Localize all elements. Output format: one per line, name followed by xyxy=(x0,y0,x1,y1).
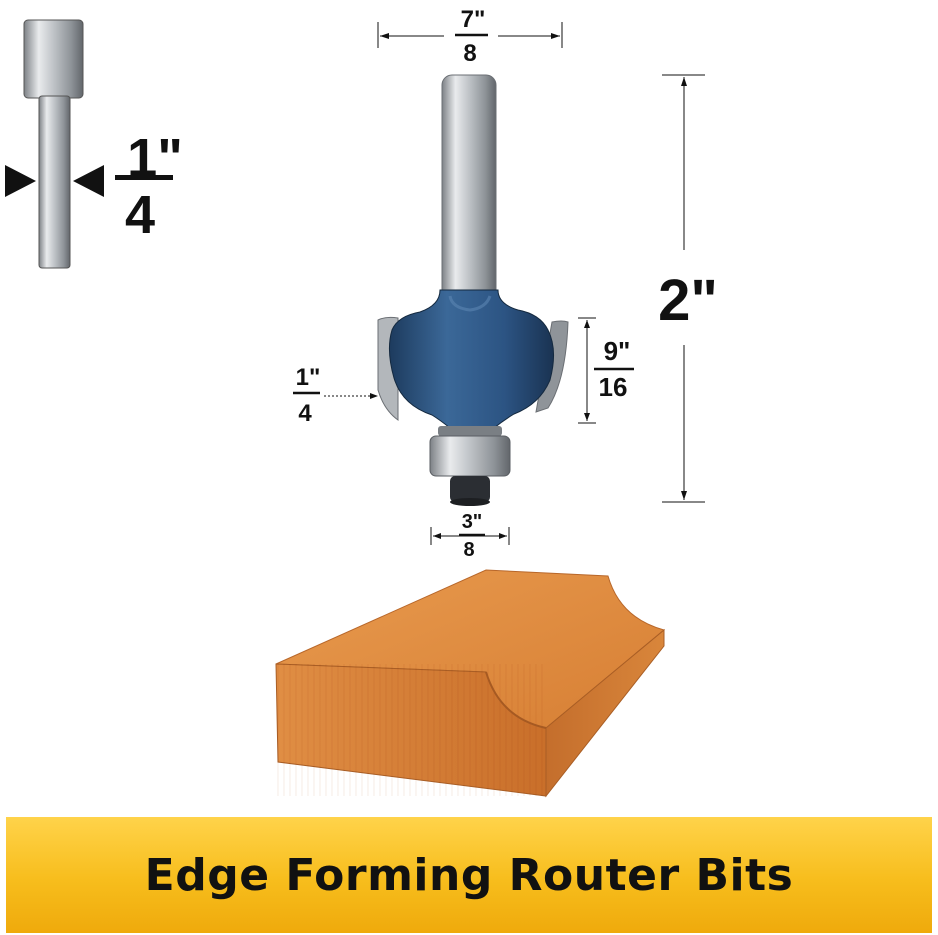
left-arrowhead-icon xyxy=(5,165,36,197)
cutting-length-dimension xyxy=(578,317,634,424)
router-bit-illustration xyxy=(377,74,569,506)
radius-denominator: 4 xyxy=(298,400,312,427)
radius-numerator: 1" xyxy=(296,364,321,391)
bearing-diameter-denominator: 8 xyxy=(463,539,474,561)
overall-length-dimension xyxy=(662,74,705,503)
cutting-length-numerator: 9" xyxy=(604,336,631,366)
cutting-length-denominator: 16 xyxy=(599,372,628,402)
bearing-diameter-dimension xyxy=(430,527,510,545)
cutting-diameter-dimension xyxy=(377,22,563,48)
shank-diameter-icon xyxy=(5,19,104,269)
bearing-diameter-numerator: 3" xyxy=(462,511,483,533)
cutting-diameter-denominator: 8 xyxy=(463,40,476,67)
right-arrowhead-icon xyxy=(73,165,104,197)
cutting-diameter-numerator: 7" xyxy=(461,6,486,33)
wood-block-profile xyxy=(275,569,666,798)
shank-diameter-denominator: 4 xyxy=(125,185,155,245)
banner-title: Edge Forming Router Bits xyxy=(144,849,794,901)
shank-fraction-bar xyxy=(115,175,173,180)
overall-length-label: 2" xyxy=(658,268,718,333)
banner: Edge Forming Router Bits xyxy=(6,817,932,933)
